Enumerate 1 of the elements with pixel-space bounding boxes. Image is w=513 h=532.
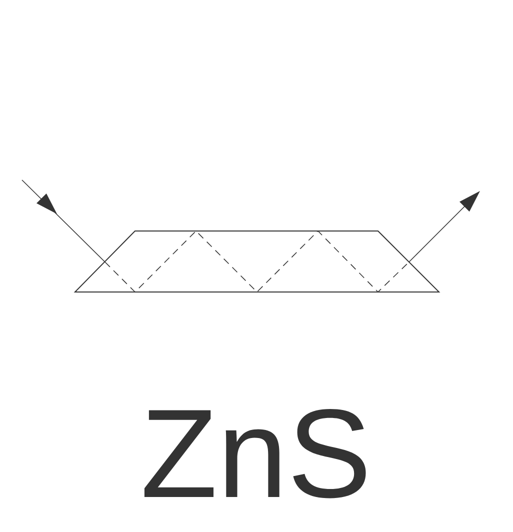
material-label: ZnS — [144, 409, 366, 498]
